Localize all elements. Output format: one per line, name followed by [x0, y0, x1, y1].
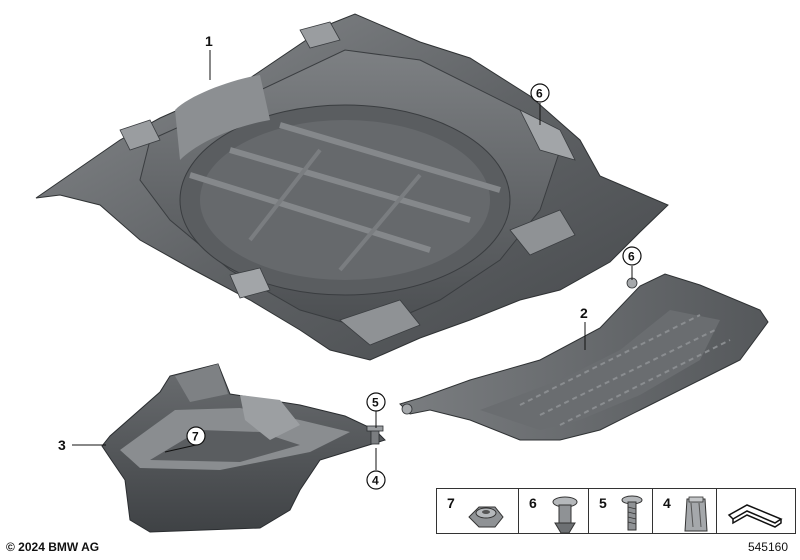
callout-6-lower: 6	[622, 246, 642, 266]
callout-5: 5	[366, 392, 386, 412]
legend-cell-5: 5	[588, 488, 652, 534]
bracket-symbol-icon	[727, 504, 783, 528]
copyright-text: © 2024 BMW AG	[6, 540, 100, 554]
legend-cell-symbol	[716, 488, 796, 534]
callout-7: 7	[186, 426, 206, 446]
fastener-screw	[366, 425, 384, 445]
callout-2: 2	[580, 305, 588, 321]
hex-nut-icon	[468, 506, 504, 528]
legend-label-5: 5	[599, 495, 607, 511]
leader-lines	[72, 50, 633, 470]
callout-5-label: 5	[372, 396, 379, 410]
callout-4: 4	[366, 470, 386, 490]
callout-4-label: 4	[372, 474, 379, 488]
legend-cell-6: 6	[518, 488, 588, 534]
callout-6-lower-label: 6	[628, 250, 635, 264]
diagram-id: 545160	[747, 540, 788, 554]
expanding-rivet-icon	[552, 496, 578, 534]
callout-6-upper: 6	[530, 83, 550, 103]
callout-3: 3	[58, 437, 66, 453]
legend-cell-4: 4	[652, 488, 716, 534]
legend-cell-7: 7	[436, 488, 518, 534]
screw-icon	[621, 495, 643, 531]
callout-1: 1	[205, 33, 213, 49]
legend-label-7: 7	[447, 495, 455, 511]
callout-6-upper-label: 6	[536, 87, 543, 101]
trunk-floor-trim	[35, 13, 669, 361]
callout-7-label: 7	[192, 430, 199, 444]
storage-tray	[101, 363, 386, 533]
legend-label-4: 4	[663, 495, 671, 511]
fastener-legend: 7 6 5 4	[436, 488, 796, 536]
cover-panel	[399, 273, 769, 441]
legend-label-6: 6	[529, 495, 537, 511]
clip-nut-icon	[684, 496, 708, 532]
